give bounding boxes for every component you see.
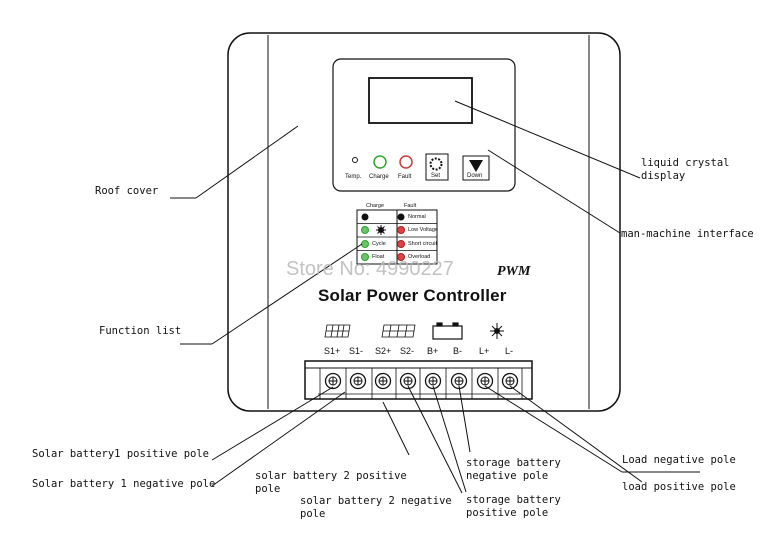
fault-normal: Normal <box>408 214 426 220</box>
callout-lcd-line1: liquid crystal <box>641 157 730 169</box>
callout-l-neg: Load negative pole <box>622 454 736 466</box>
callout-b-pos-line2: positive pole <box>466 507 549 519</box>
solar-panel-icon-1 <box>324 324 351 338</box>
lcd-screen <box>368 77 473 124</box>
temp-led <box>352 157 358 163</box>
charge-led-label: Charge <box>369 174 389 180</box>
terminal-label: S1+ <box>324 346 341 356</box>
fault-short-circuit: Short circuit <box>408 241 438 247</box>
fault-low-voltage: Low Voltage <box>408 227 438 233</box>
down-button-label: Down <box>467 173 483 179</box>
callout-b-neg-line2: negative pole <box>466 470 549 482</box>
fault-header: Fault <box>404 203 417 209</box>
callout-roof-cover: Roof cover <box>95 185 159 197</box>
terminal-label: B+ <box>427 346 439 356</box>
terminal-label: S2+ <box>375 346 392 356</box>
fault-overload: Overload <box>408 254 431 260</box>
callout-b-pos-line1: storage battery <box>466 494 561 506</box>
callout-s1-neg: Solar battery 1 negative pole <box>32 478 216 490</box>
temp-led-label: Temp. <box>345 174 362 180</box>
gear-icon <box>429 157 443 171</box>
battery-icon <box>432 322 463 340</box>
callout-s2-pos-line2: pole <box>255 483 281 495</box>
callout-s1-pos: Solar battery1 positive pole <box>32 448 210 460</box>
terminal-block <box>304 360 533 400</box>
pwm-label: PWM <box>497 264 531 279</box>
product-title: Solar Power Controller <box>318 286 507 305</box>
callout-s2-neg-line2: pole <box>300 508 326 520</box>
charge-led <box>373 155 387 169</box>
terminal-label: B- <box>453 346 462 356</box>
callout-s2-neg-line1: solar battery 2 negative <box>300 495 452 507</box>
charge-cycle: Cycle <box>372 241 386 247</box>
callout-hmi: man-machine interface <box>621 228 754 240</box>
charge-header: Charge <box>366 203 385 209</box>
down-arrow-icon <box>469 160 483 172</box>
fault-led-label: Fault <box>398 174 412 180</box>
leader-lines <box>170 100 700 494</box>
store-watermark: Store No: 4990227 <box>286 258 454 280</box>
terminal-label: L+ <box>479 346 490 356</box>
terminal-label: L- <box>505 346 514 356</box>
lamp-icon <box>490 323 504 339</box>
set-button-label: Set <box>431 173 441 179</box>
solar-panel-icon-2 <box>381 324 416 338</box>
fault-led <box>399 155 413 169</box>
callout-lcd-line2: display <box>641 170 686 182</box>
terminal-label: S2- <box>400 346 415 356</box>
charge-float: Float <box>372 254 385 260</box>
callout-l-pos: load positive pole <box>622 481 736 493</box>
function-table <box>356 209 438 265</box>
terminal-label: S1- <box>349 346 364 356</box>
callout-s2-pos-line1: solar battery 2 positive <box>255 470 407 482</box>
callout-b-neg-line1: storage battery <box>466 457 561 469</box>
callout-function-list: Function list <box>99 325 182 337</box>
